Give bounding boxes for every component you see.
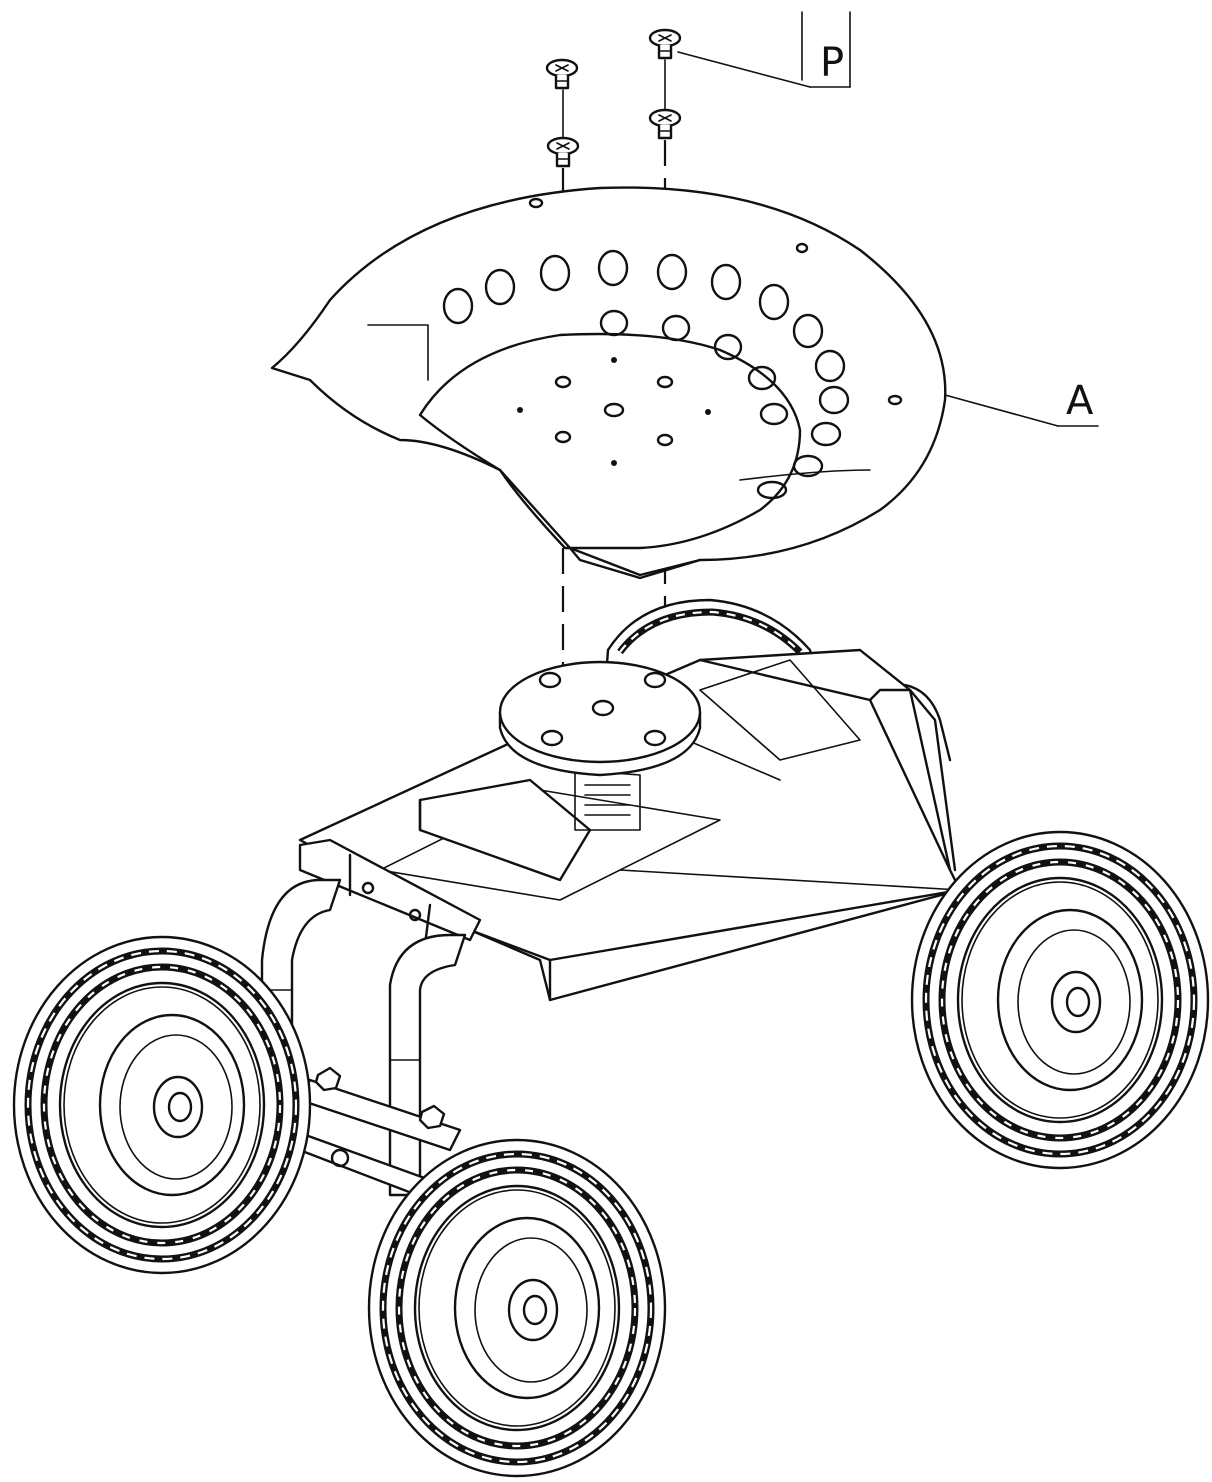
label-a: A bbox=[1066, 378, 1094, 424]
seat-a bbox=[270, 186, 947, 580]
screw-top-left bbox=[545, 58, 579, 90]
leader-line-a bbox=[944, 394, 1059, 427]
screw-set bbox=[545, 28, 682, 168]
screw-top-right bbox=[648, 28, 682, 60]
label-p: P bbox=[820, 40, 844, 86]
callout-p: P bbox=[677, 11, 851, 88]
callout-a: A bbox=[944, 378, 1099, 427]
leader-line-p bbox=[677, 51, 811, 88]
screw-bottom-left bbox=[546, 136, 580, 168]
front-left-wheel bbox=[14, 937, 310, 1273]
seat-shell bbox=[270, 186, 947, 577]
screw-bottom-right bbox=[648, 108, 682, 140]
front-right-wheel bbox=[369, 1140, 665, 1476]
rear-right-wheel bbox=[912, 832, 1208, 1168]
seat-holes bbox=[442, 249, 850, 500]
seat-mount-holes bbox=[517, 197, 903, 466]
swivel-plate bbox=[498, 660, 702, 777]
